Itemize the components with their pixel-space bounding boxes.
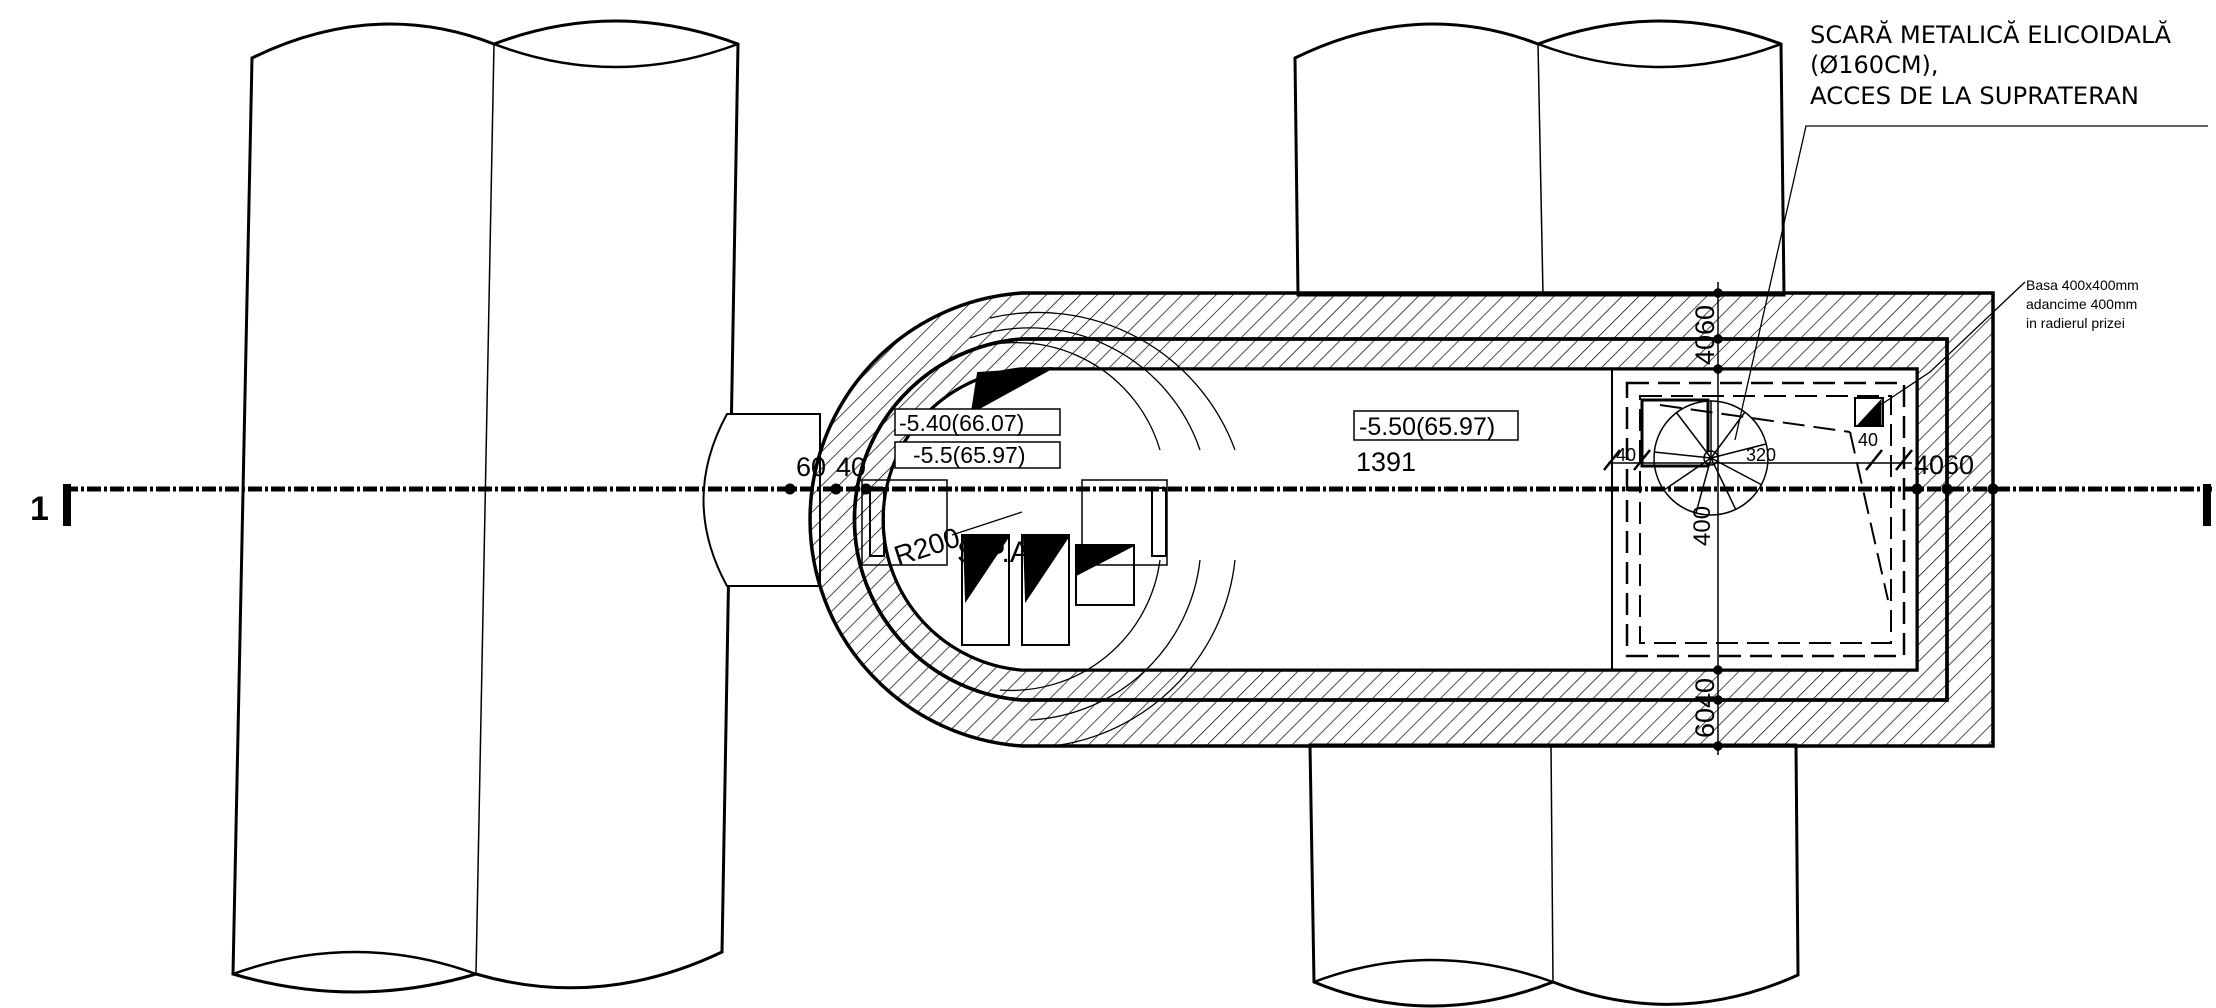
dim-wall-outer-left: 60: [796, 452, 826, 482]
dim-stair-vertical: 400: [1689, 506, 1716, 546]
inlet-stub: [702, 413, 821, 587]
dim-stair-span: 320: [1746, 445, 1776, 465]
length-label: 1391: [1356, 447, 1416, 477]
swing-arcs: [949, 311, 1236, 746]
stair-bay: [1611, 369, 1906, 670]
stair-dimension-line: [1603, 449, 1913, 471]
base-note-line3: in radierul prizei: [2026, 315, 2125, 331]
right-pipe-lower: [1308, 743, 1800, 1008]
dim-stair-left: 40: [1616, 445, 1636, 465]
dim-top-vertical: 4060: [1690, 305, 1720, 365]
right-pipe-upper: [1293, 19, 1786, 297]
level-tags: [894, 408, 1519, 469]
room-label: S.P.A.I.: [957, 536, 1055, 569]
base-note-line2: adancime 400mm: [2026, 296, 2137, 312]
stair-note-line3: ACCES DE LA SUPRATERAN: [1810, 82, 2139, 110]
dim-right-horizontal: 4060: [1914, 450, 1974, 480]
level-left-bottom: -5.5(65.97): [913, 442, 1026, 468]
stair-note: SCARĂ METALICĂ ELICOIDALĂ (Ø160CM), ACCE…: [1810, 19, 2172, 110]
base-note: Basa 400x400mm adancime 400mm in radieru…: [2026, 277, 2139, 331]
dim-wall-inner-left: 40: [836, 452, 866, 482]
left-pipe: [231, 19, 740, 994]
level-left-top: -5.40(66.07): [899, 410, 1024, 436]
vertical-dimension-line: [1713, 282, 1723, 755]
dim-stair-right: 40: [1858, 430, 1878, 450]
chamber-inner-wall: [852, 337, 1949, 702]
dim-bottom-vertical: 6040: [1690, 678, 1720, 738]
section-line: [63, 483, 2212, 526]
base-note-line1: Basa 400x400mm: [2026, 277, 2139, 293]
level-main: -5.50(65.97): [1359, 413, 1495, 441]
section-marker-label: 1: [30, 490, 49, 528]
stair-note-line1: SCARĂ METALICĂ ELICOIDALĂ: [1810, 19, 2172, 49]
equipment: [861, 367, 1168, 646]
leader-lines: [951, 125, 2208, 536]
stair-note-line2: (Ø160CM),: [1810, 51, 1939, 79]
